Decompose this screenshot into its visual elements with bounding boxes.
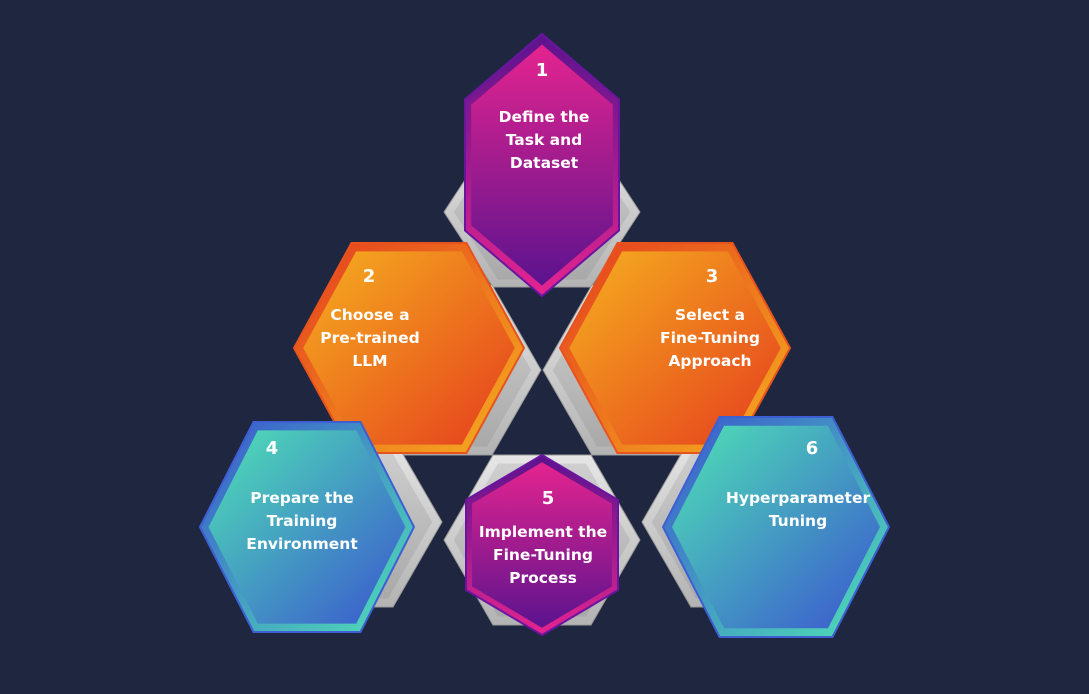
step-5-hexagon [472, 462, 612, 628]
step-1-title-line: Task and [505, 131, 583, 149]
step-4-hexagon [208, 430, 406, 624]
step-3-hexagon [569, 251, 781, 445]
step-3-title-line: Select a [675, 306, 745, 324]
step-5-title-line: Implement the [478, 523, 608, 541]
step-5-number: 5 [541, 488, 555, 509]
step-5-title-line: Process [509, 569, 577, 587]
step-2-number: 2 [362, 266, 376, 287]
step-3-number: 3 [705, 266, 719, 287]
step-3-title-line: Fine-Tuning [660, 329, 760, 347]
step-1-hexagon [471, 44, 613, 286]
step-6-title-line: Hyperparameter [725, 489, 871, 507]
step-2-title-line: Choose a [330, 306, 410, 324]
step-1-number: 1 [535, 60, 549, 81]
step-1-title-line: Dataset [509, 154, 579, 172]
step-6-number: 6 [805, 438, 819, 459]
step-2-title-line: Pre-trained [320, 329, 420, 347]
step-4-title-line: Environment [246, 535, 358, 553]
step-4-title-line: Prepare the [250, 489, 354, 507]
step-4-title-line: Training [266, 512, 338, 530]
step-6-title-line: Tuning [768, 512, 828, 530]
step-6-hexagon [672, 425, 880, 629]
step-3-title-line: Approach [668, 352, 752, 370]
step-5-title-line: Fine-Tuning [493, 546, 593, 564]
step-1-title-line: Define the [498, 108, 590, 126]
step-2-hexagon [303, 251, 515, 445]
step-2-title-line: LLM [352, 352, 388, 370]
step-4-number: 4 [265, 438, 279, 459]
